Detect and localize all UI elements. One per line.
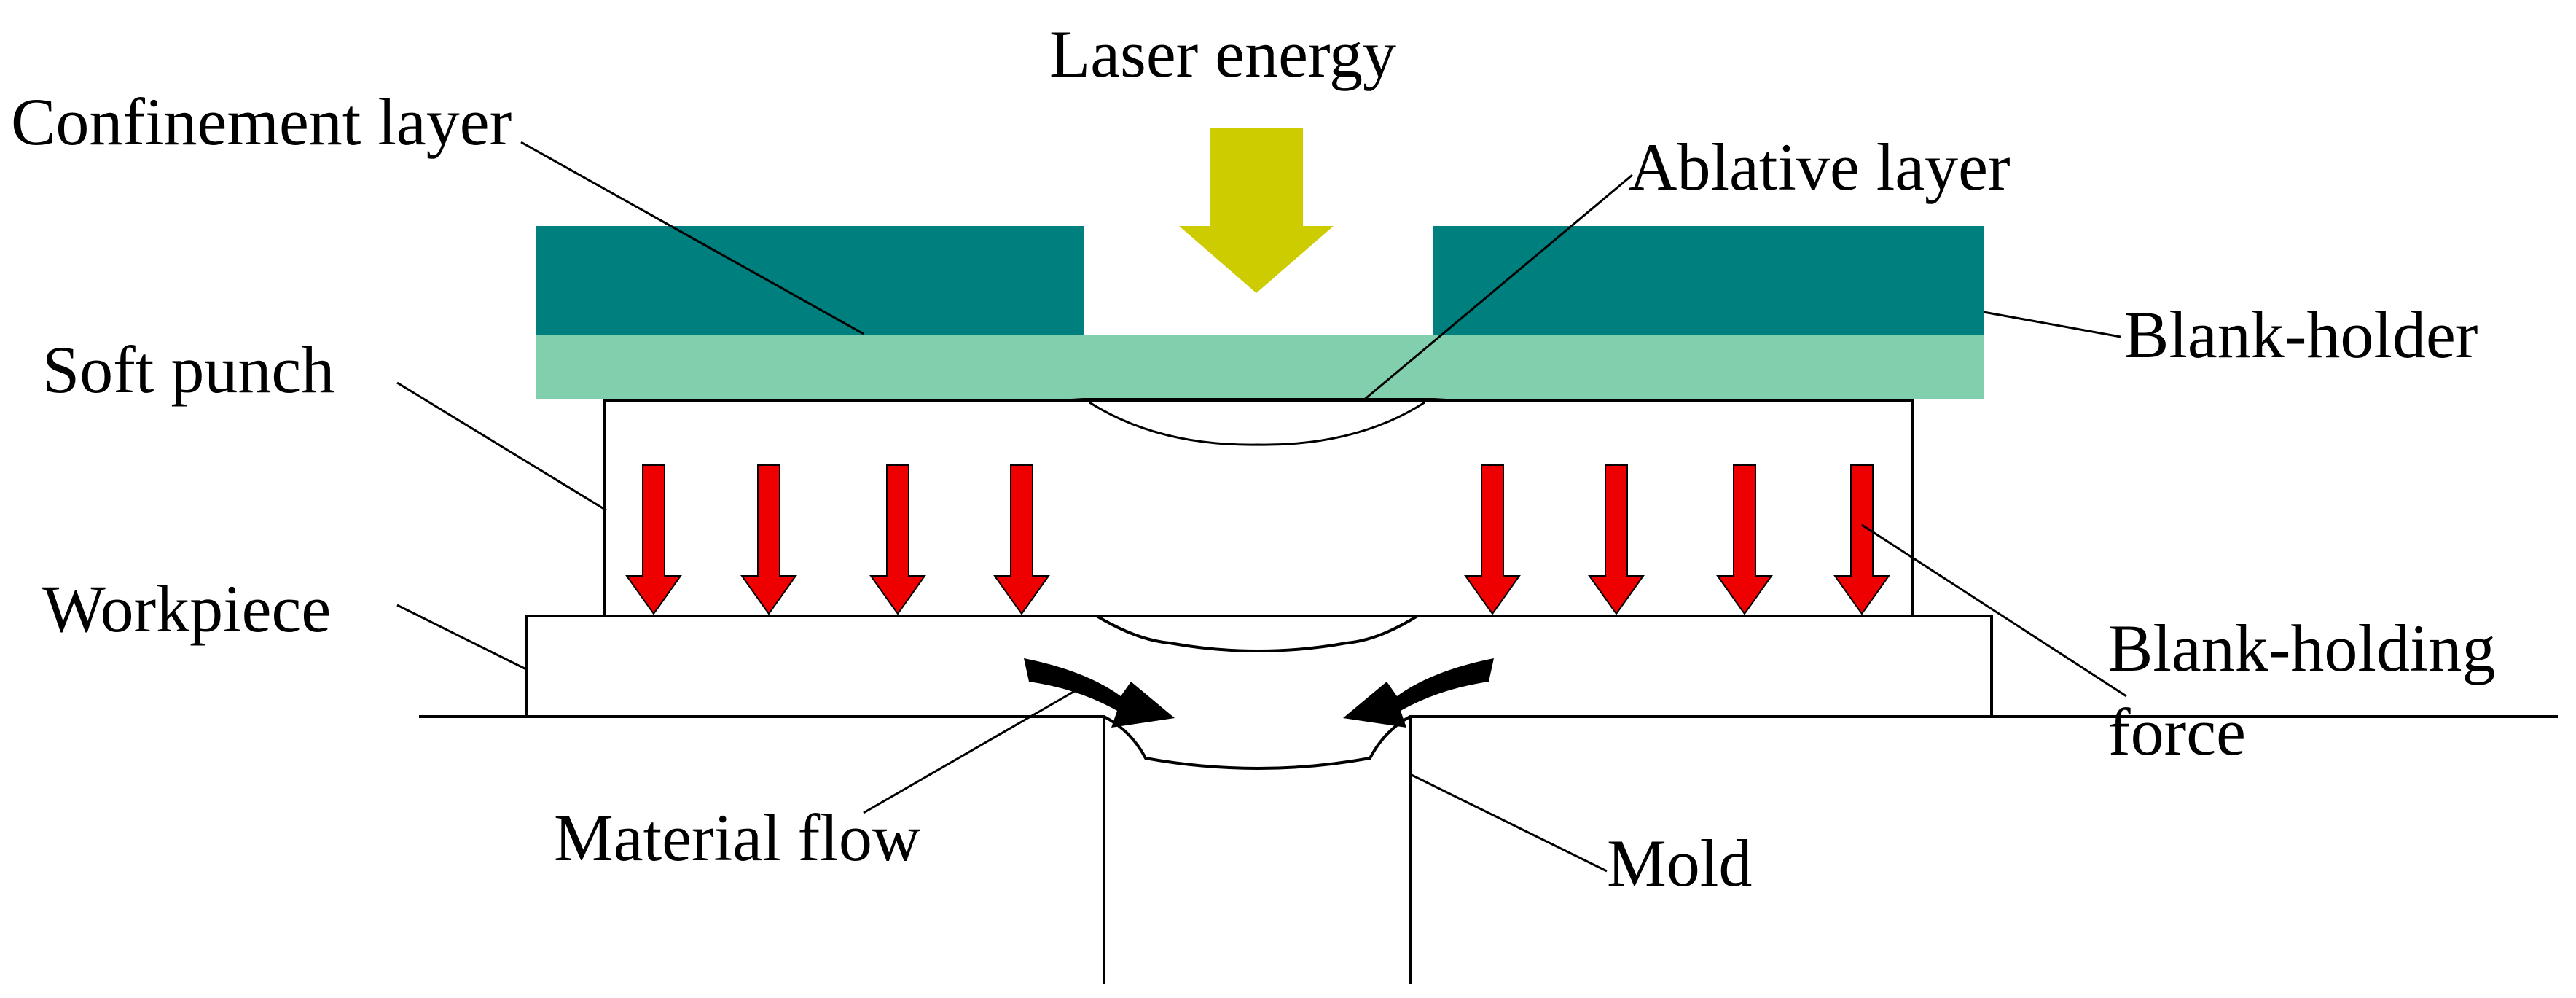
force-arrow-3 xyxy=(869,464,926,615)
force-arrow-6 xyxy=(1588,464,1645,615)
material-flow-arrow-right xyxy=(1343,658,1494,728)
leader-workpiece xyxy=(396,604,527,671)
label-confinement-layer: Confinement layer xyxy=(11,85,512,159)
leader-ablative-layer xyxy=(1362,174,1633,402)
blank-holder-right xyxy=(1433,226,1984,335)
label-soft-punch: Soft punch xyxy=(42,332,334,407)
soft-punch-deformation xyxy=(1089,401,1425,446)
leader-material-flow xyxy=(863,687,1079,814)
confinement-layer xyxy=(536,335,1984,399)
workpiece xyxy=(525,615,1993,770)
laser-energy-arrow xyxy=(1179,128,1334,293)
label-blank-holding-force-line2: force xyxy=(2108,695,2246,769)
label-blank-holder: Blank-holder xyxy=(2124,297,2478,372)
label-ablative-layer: Ablative layer xyxy=(1629,130,2011,204)
label-blank-holding-force-line1: Blank-holding xyxy=(2108,611,2496,685)
leader-blank-holder xyxy=(1983,311,2121,338)
blank-holder-left xyxy=(536,226,1084,335)
force-arrow-8 xyxy=(1833,464,1890,615)
leader-mold xyxy=(1409,773,1608,873)
force-arrow-4 xyxy=(993,464,1050,615)
force-arrow-2 xyxy=(740,464,797,615)
leader-blank-holding-force xyxy=(1861,523,2127,698)
label-material-flow: Material flow xyxy=(554,800,921,875)
blank-holding-force-arrows xyxy=(625,464,1890,615)
label-mold: Mold xyxy=(1607,826,1752,900)
material-flow-arrow-left xyxy=(1024,658,1175,728)
leader-confinement-layer xyxy=(520,141,864,335)
label-workpiece: Workpiece xyxy=(42,572,331,646)
soft-punch xyxy=(603,399,1914,617)
leader-soft-punch xyxy=(396,381,607,512)
force-arrow-7 xyxy=(1716,464,1773,615)
label-laser-energy: Laser energy xyxy=(1049,17,1396,91)
force-arrow-1 xyxy=(625,464,682,615)
force-arrow-5 xyxy=(1464,464,1521,615)
